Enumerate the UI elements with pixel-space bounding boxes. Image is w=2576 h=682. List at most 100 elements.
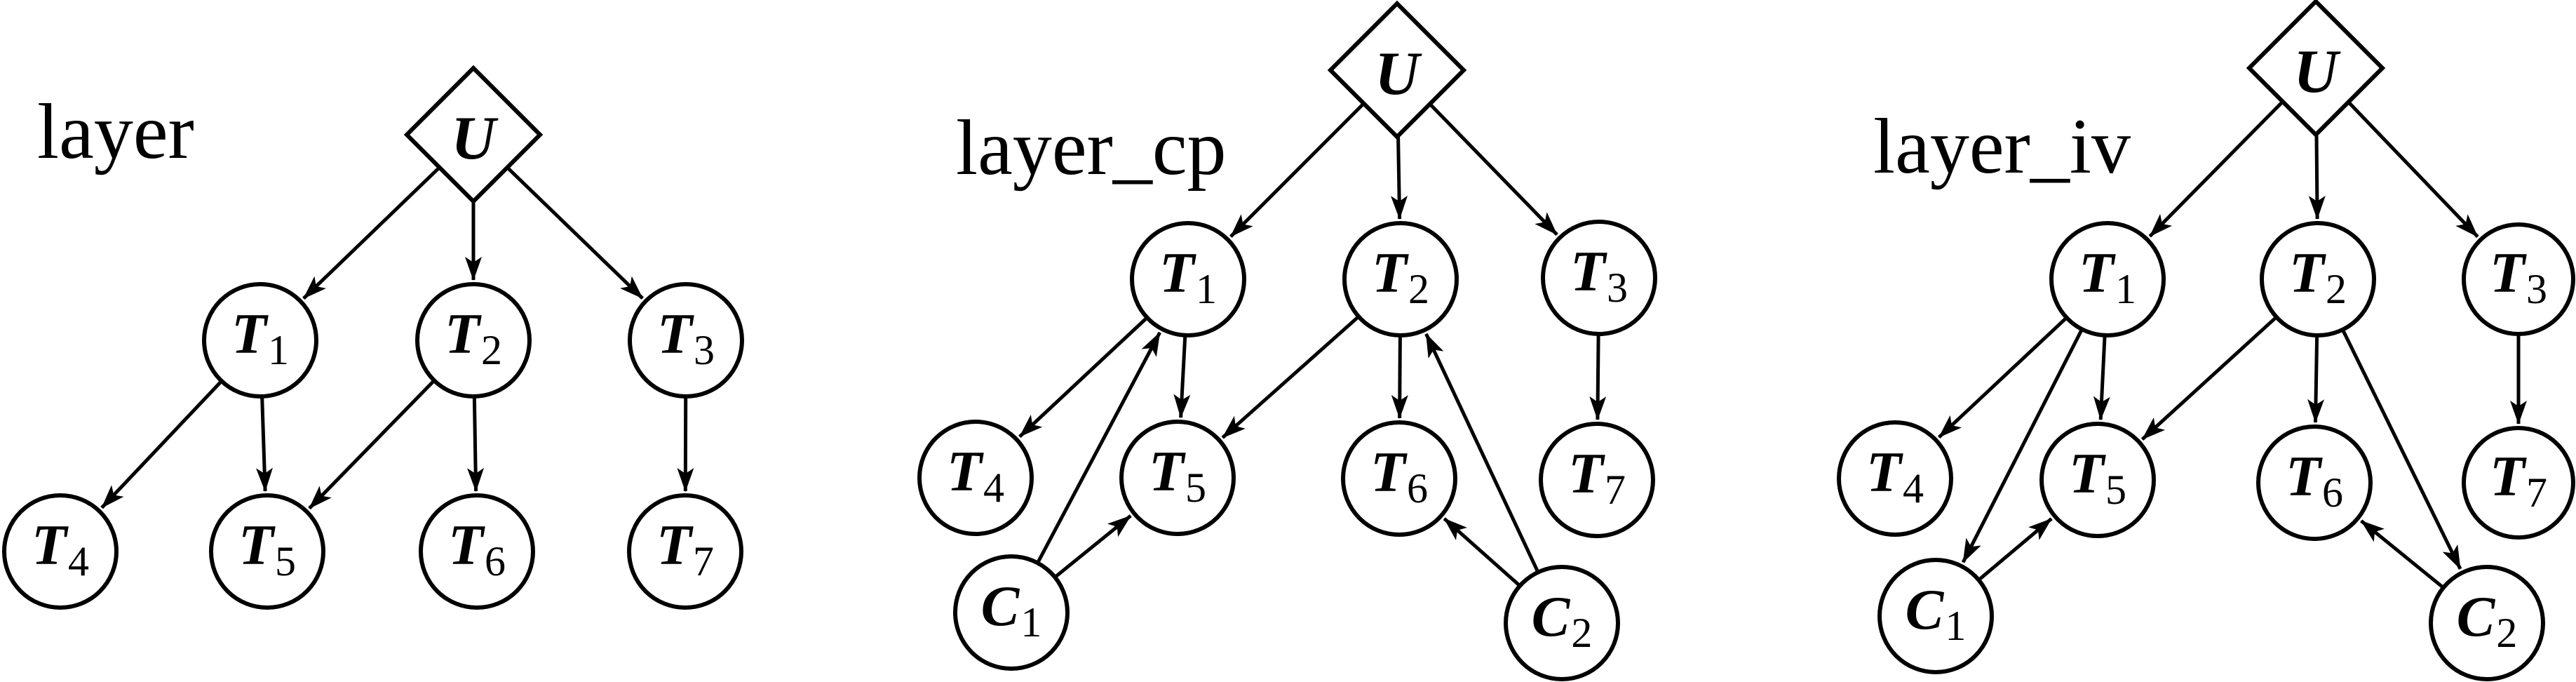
node-layer_cp-T6: T6 bbox=[1341, 420, 1457, 537]
circle-shape bbox=[2039, 422, 2156, 538]
circle-shape bbox=[628, 282, 744, 399]
circle-shape bbox=[1539, 422, 1655, 538]
node-layer-T3: T3 bbox=[628, 282, 744, 399]
edge-layer_cp-T2-to-T6 bbox=[1391, 336, 1408, 419]
node-label-layer_iv-C2: C2 bbox=[2457, 584, 2518, 656]
edge-layer_cp-T1-to-T5 bbox=[1173, 336, 1191, 419]
node-layer-T6: T6 bbox=[419, 493, 535, 610]
circle-shape bbox=[2256, 424, 2373, 541]
circle-shape bbox=[1341, 420, 1457, 537]
circle-shape bbox=[1342, 221, 1459, 337]
circle-shape bbox=[202, 282, 318, 399]
node-label-layer_iv-T1: T1 bbox=[2079, 241, 2136, 312]
circle-shape bbox=[1504, 565, 1620, 681]
panel-label-layer: layer bbox=[37, 88, 194, 175]
edge-layer-T2-to-T5 bbox=[308, 380, 435, 510]
node-label-layer_iv-T7: T7 bbox=[2490, 444, 2547, 516]
node-label-layer_iv-T2: T2 bbox=[2289, 241, 2347, 312]
edge-layer-U-to-T3 bbox=[506, 167, 644, 300]
edge-layer-U-to-T1 bbox=[302, 167, 440, 300]
circle-shape bbox=[1119, 420, 1236, 536]
circle-shape bbox=[1130, 221, 1246, 337]
node-layer_iv-T1: T1 bbox=[2049, 221, 2166, 337]
node-label-layer_cp-T7: T7 bbox=[1568, 441, 1626, 513]
node-layer_cp-C1: C1 bbox=[953, 554, 1070, 671]
panel-label-layer_iv: layer_iv bbox=[1873, 103, 2131, 190]
node-label-layer_cp-T6: T6 bbox=[1370, 440, 1428, 512]
node-label-layer_iv-T6: T6 bbox=[2286, 444, 2343, 516]
node-layer_cp-T3: T3 bbox=[1541, 220, 1657, 336]
node-layer-T7: T7 bbox=[627, 493, 743, 610]
node-label-layer_cp-C1: C1 bbox=[981, 574, 1042, 646]
edge-layer_cp-U-to-T2 bbox=[1391, 137, 1408, 220]
node-label-layer-U: U bbox=[451, 105, 499, 173]
node-layer-U: U bbox=[403, 65, 544, 205]
edge-layer_iv-T2-to-C2 bbox=[2341, 330, 2462, 570]
node-label-layer_cp-T3: T3 bbox=[1570, 239, 1628, 311]
edge-layer_cp-C1-to-T5 bbox=[1055, 514, 1132, 578]
node-layer_iv-T5: T5 bbox=[2039, 422, 2156, 538]
node-layer-T5: T5 bbox=[209, 493, 325, 610]
node-label-layer-T6: T6 bbox=[448, 513, 506, 584]
circle-shape bbox=[917, 420, 1034, 536]
node-layer_cp-C2: C2 bbox=[1504, 565, 1620, 681]
node-label-layer_iv-C1: C1 bbox=[1906, 577, 1967, 649]
edge-layer_iv-T1-to-T4 bbox=[1937, 317, 2067, 439]
node-layer_iv-C1: C1 bbox=[1877, 558, 1994, 674]
circle-shape bbox=[415, 282, 532, 399]
node-layer_iv-U: U bbox=[2246, 0, 2386, 138]
edge-layer_cp-U-to-T3 bbox=[1429, 103, 1558, 236]
circle-shape bbox=[2462, 426, 2575, 540]
node-layer_cp-T4: T4 bbox=[917, 420, 1034, 536]
node-layer-T2: T2 bbox=[415, 282, 532, 399]
circle-shape bbox=[953, 554, 1070, 671]
edge-layer-T1-to-T4 bbox=[100, 380, 222, 509]
diamond-shape bbox=[1327, 0, 1467, 140]
node-label-layer-T3: T3 bbox=[657, 302, 715, 373]
node-layer_cp-U: U bbox=[1327, 0, 1467, 140]
node-label-layer_iv-T5: T5 bbox=[2069, 441, 2126, 513]
node-layer_iv-T3: T3 bbox=[2462, 222, 2575, 336]
edge-layer-T1-to-T5 bbox=[256, 397, 274, 492]
diamond-shape bbox=[403, 65, 544, 205]
edge-layer_iv-T2-to-T6 bbox=[2307, 336, 2325, 423]
node-layer_iv-T6: T6 bbox=[2256, 424, 2373, 541]
panel-label-layer_cp: layer_cp bbox=[956, 105, 1227, 192]
node-label-layer-T1: T1 bbox=[231, 302, 289, 373]
node-layer_iv-C2: C2 bbox=[2429, 565, 2545, 681]
node-layer_cp-T5: T5 bbox=[1119, 420, 1236, 536]
circle-shape bbox=[1541, 220, 1657, 336]
circle-shape bbox=[2462, 222, 2575, 336]
diamond-shape bbox=[2246, 0, 2386, 138]
edge-layer_cp-C2-to-T2 bbox=[1424, 333, 1539, 572]
node-label-layer_iv-U: U bbox=[2293, 38, 2341, 106]
node-label-layer-T4: T4 bbox=[32, 513, 89, 584]
edge-layer_cp-T1-to-T4 bbox=[1018, 317, 1147, 439]
node-label-layer_cp-T1: T1 bbox=[1159, 241, 1217, 312]
node-label-layer_cp-T2: T2 bbox=[1372, 241, 1429, 312]
node-label-layer_cp-C2: C2 bbox=[1532, 584, 1593, 656]
node-layer_cp-T1: T1 bbox=[1130, 221, 1246, 337]
edge-layer_cp-T2-to-T5 bbox=[1221, 316, 1359, 439]
edge-layer_iv-T2-to-T5 bbox=[2140, 316, 2277, 441]
node-layer_iv-T4: T4 bbox=[1837, 420, 1953, 537]
edge-layer_cp-C2-to-T6 bbox=[1443, 517, 1520, 587]
circle-shape bbox=[2260, 221, 2376, 337]
circle-shape bbox=[1837, 420, 1953, 537]
node-label-layer_iv-T3: T3 bbox=[2490, 241, 2547, 312]
edge-layer_cp-C1-to-T1 bbox=[1037, 331, 1161, 563]
node-label-layer-T2: T2 bbox=[445, 302, 502, 373]
node-layer_cp-T7: T7 bbox=[1539, 422, 1655, 538]
node-label-layer_cp-T4: T4 bbox=[947, 439, 1004, 511]
node-layer_cp-T2: T2 bbox=[1342, 221, 1459, 337]
edge-layer-T2-to-T6 bbox=[467, 397, 485, 492]
circle-shape bbox=[627, 493, 743, 610]
node-label-layer-T5: T5 bbox=[238, 513, 296, 584]
edge-layer_iv-U-to-T1 bbox=[2148, 101, 2284, 238]
circle-shape bbox=[419, 493, 535, 610]
edge-layer_iv-C2-to-T6 bbox=[2360, 519, 2443, 589]
node-label-layer_cp-T5: T5 bbox=[1149, 439, 1206, 511]
node-layer_iv-T7: T7 bbox=[2462, 426, 2575, 540]
